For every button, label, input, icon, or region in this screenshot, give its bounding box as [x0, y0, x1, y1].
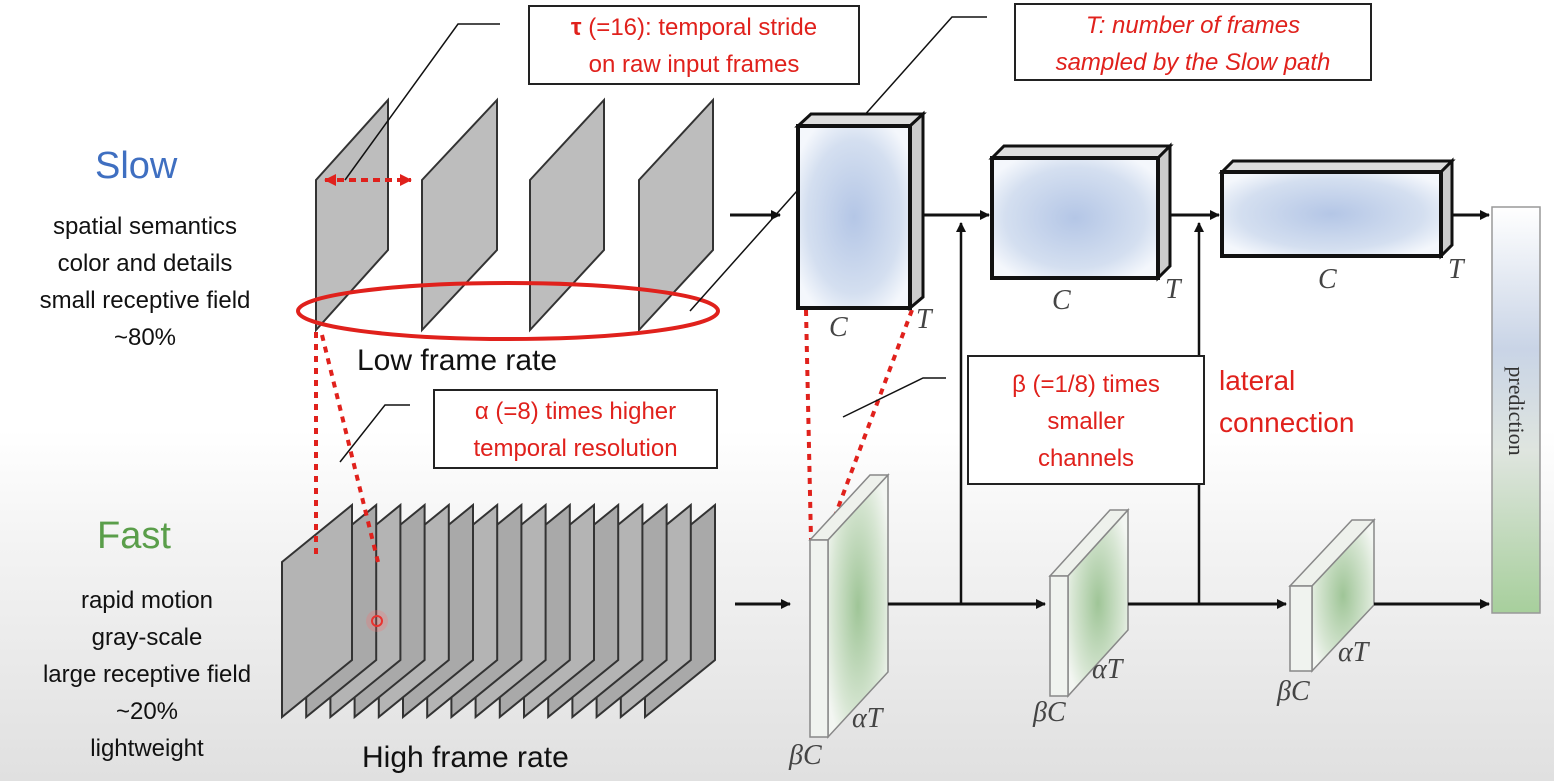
slow-title: Slow — [95, 145, 178, 187]
beta-callout: β (=1/8) times smaller channels — [967, 355, 1205, 485]
high-frame-rate-label: High frame rate — [362, 741, 569, 774]
fast-block-3-betaC-label: βC — [1277, 676, 1310, 707]
slow-block-2-T-label: T — [1165, 274, 1181, 305]
slow-block-3-T-label: T — [1448, 254, 1464, 285]
slow-line: ~80% — [113, 324, 177, 351]
tau-callout-line: on raw input frames — [588, 51, 800, 78]
fast-description: rapid motion gray-scale large receptive … — [0, 582, 294, 767]
lateral-line: lateral — [1219, 365, 1296, 396]
slow-frame — [421, 97, 498, 333]
tau-callout-line: τ (=16): temporal stride — [570, 14, 818, 41]
fast-block-1-betaC-label: βC — [789, 740, 822, 771]
tau-callout: τ (=16): temporal stride on raw input fr… — [528, 5, 860, 85]
T-callout-line: T: number of frames — [1085, 12, 1301, 39]
beta-callout-line: β (=1/8) times — [1012, 371, 1160, 398]
fast-line: gray-scale — [91, 624, 203, 651]
alpha-callout-line: temporal resolution — [473, 435, 678, 462]
beta-guide-line — [804, 309, 813, 541]
fast-title: Fast — [97, 515, 171, 557]
beta-leader-line — [842, 377, 946, 418]
fast-frame — [281, 502, 353, 720]
slow-input-frames — [315, 97, 714, 333]
slow-frame — [529, 97, 605, 333]
alpha-leader-line — [339, 404, 410, 463]
fast-line: large receptive field — [42, 661, 252, 688]
slow-line: spatial semantics — [52, 213, 238, 240]
slow-block-1-C-label: C — [829, 312, 848, 343]
slow-block-2 — [988, 142, 1174, 282]
T-callout-line: sampled by the Slow path — [1055, 49, 1331, 76]
prediction-label: prediction — [1504, 366, 1529, 456]
pointer-dot-glow — [366, 610, 388, 632]
slow-line: small receptive field — [39, 287, 251, 314]
beta-callout-line: smaller — [1047, 408, 1125, 435]
slow-block-1 — [794, 110, 927, 312]
slow-block-2-C-label: C — [1052, 285, 1071, 316]
beta-callout-line: channels — [1037, 445, 1135, 472]
fast-line: rapid motion — [80, 587, 214, 614]
fast-block-2-alphaT-label: αT — [1092, 654, 1123, 685]
alpha-callout-line: α (=8) times higher — [474, 398, 677, 425]
lateral-line: connection — [1219, 407, 1355, 438]
fast-block-1-alphaT-label: αT — [852, 703, 883, 734]
pointer-dot — [371, 615, 383, 627]
fast-line: ~20% — [115, 698, 179, 725]
slow-line: color and details — [57, 250, 233, 277]
fast-block-2-betaC-label: βC — [1033, 697, 1066, 728]
fast-line: lightweight — [90, 735, 204, 762]
fast-input-frames — [281, 502, 716, 720]
slow-block-3-C-label: C — [1318, 264, 1337, 295]
slow-frame — [638, 97, 714, 333]
fast-block-3-alphaT-label: αT — [1338, 637, 1369, 668]
prediction-block — [1491, 206, 1541, 614]
slow-frames-ellipse — [296, 281, 720, 341]
slow-frame — [315, 97, 389, 333]
fast-block-1 — [808, 473, 890, 739]
fast-block-2 — [1048, 508, 1130, 698]
slow-block-3 — [1218, 157, 1456, 260]
low-frame-rate-label: Low frame rate — [357, 344, 558, 377]
beta-guide-line — [824, 309, 914, 541]
slow-block-1-T-label: T — [916, 304, 932, 335]
slow-description: spatial semantics color and details smal… — [0, 208, 290, 356]
lateral-connection-label: lateral connection — [1219, 360, 1354, 444]
tau-leader-line — [344, 23, 500, 181]
alpha-guide-line — [320, 334, 380, 563]
alpha-callout: α (=8) times higher temporal resolution — [433, 389, 718, 469]
T-callout: T: number of frames sampled by the Slow … — [1014, 3, 1372, 81]
